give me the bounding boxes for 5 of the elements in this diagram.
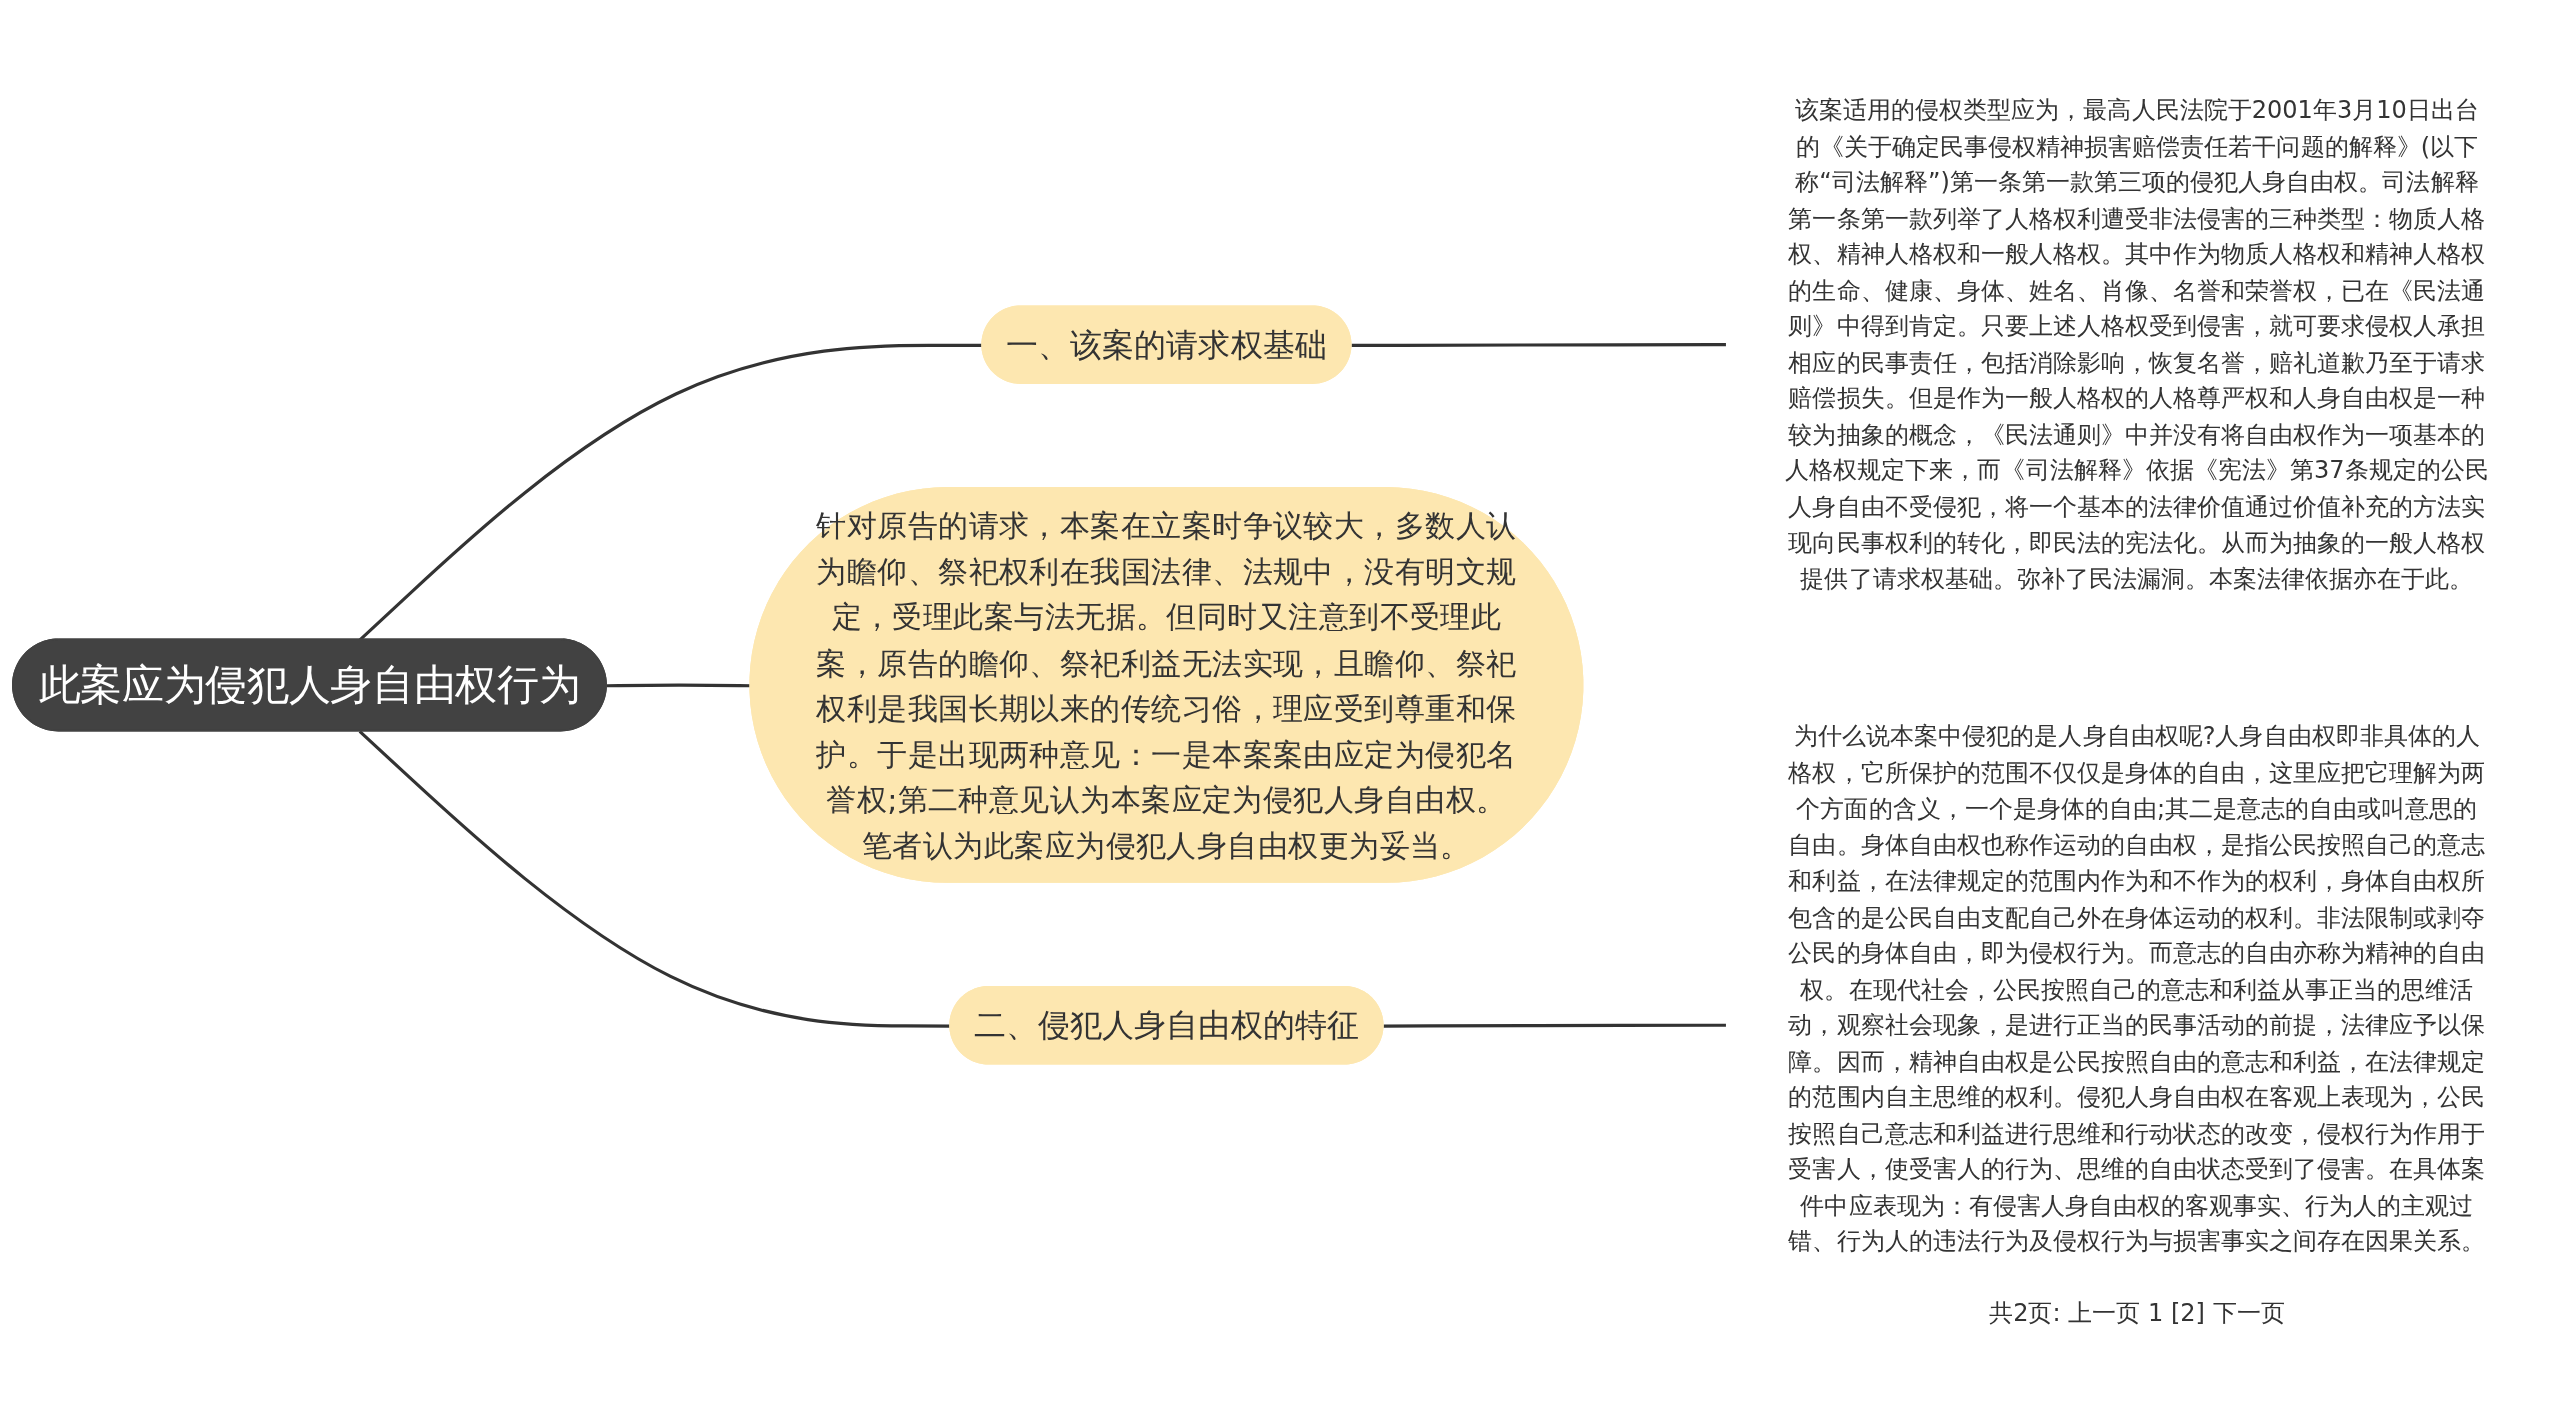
connector xyxy=(1351,343,1727,348)
connector xyxy=(358,730,951,1028)
node-text: 该案适用的侵权类型应为，最高人民法院于2001年3月10日出台的《关于确定民事侵权精神损害赔偿责任若干问题的解释》(以下称“司法解释”)第一条第一款第三项的侵犯人身自由权。司法解释第一条第一款列举了人格权利遭受非法侵害的三种类型：物质人格权、精神人格权和一般人格权。其中作为物质人格权和精神人格权的生命、健康、身体、姓名、肖像、名誉和荣誉权，已在《民法通则》中得到肯定。只要上述人格权受到侵害，就可要求侵权人承担相应的民事责任，包括消除影响，恢复名誉，赔礼道歉乃至于请求赔偿损失。但是作为一般人格权的人格尊严权和人身自由权是一种较为抽象的概念，《民法通则》中并没有将自由权作为一项基本的人格权规定下来，而《司法解释》依据《宪法》第37条规定的公民人身自由不受侵犯，将一个基本的法律价值通过价值补充的方法实现向民事权利的转化，即民法的宪法化。从而为抽象的一般人格权提供了请求权基础。弥补了民法漏洞。本案法律依据亦在于此。 xyxy=(1785,95,2489,594)
node-text: 为什么说本案中侵犯的是人身自由权呢?人身自由权即非具体的人格权，它所保护的范围不仅仅是身体的自由，这里应把它理解为两个方面的含义，一个是身体的自由;其二是意志的自由或叫意思的自由。身体自由权也称作运动的自由权，是指公民按照自己的意志和利益，在法律规定的范围内作为和不作为的权利，身体自由权所包含的是公民自由支配自己外在身体运动的权利。非法限制或剥夺公民的身体自由，即为侵权行为。而意志的自由亦称为精神的自由权。在现代社会，公民按照自己的意志和利益从事正当的思维活动，观察社会现象，是进行正当的民事活动的前提，法律应予以保障。因而，精神自由权是公民按照自由的意志和利益，在法律规定的范围内自主思维的权利。侵犯人身自由权在客观上表现为，公民按照自己意志和利益进行思维和行动状态的改变，侵权行为作用于受害人，使受害人的行为、思维的自由状态受到了侵害。在具体案件中应表现为：有侵害人身自由权的客观事实、行为人的主观过错、行为人的违法行为及侵权行为与损害事实之间存在因果关系。 共2页: 上一页 1 [2] 下一页 xyxy=(1788,722,2486,1328)
connector xyxy=(1383,1023,1727,1028)
